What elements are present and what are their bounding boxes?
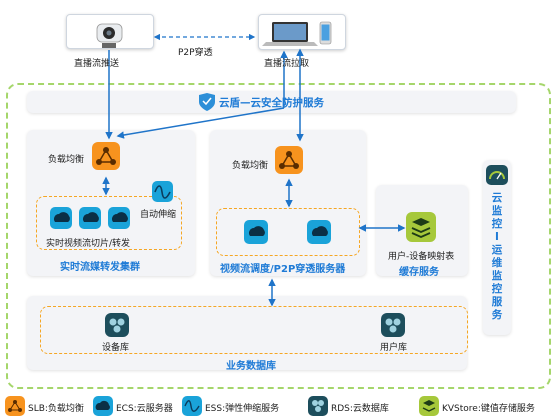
shield-icon <box>199 93 215 111</box>
kv-label: 用户-设备映射表 <box>388 252 455 262</box>
security-banner <box>27 91 516 113</box>
legend-kv-label: KVStore:键值存储服务 <box>442 404 535 414</box>
laptop-phone-icon <box>262 21 332 46</box>
legend-ecs-icon <box>93 396 113 416</box>
monitor-icon <box>486 165 508 185</box>
monitor-panel <box>483 160 511 335</box>
left-ecs-group <box>36 196 182 250</box>
cache-title: 缓存服务 <box>399 267 439 278</box>
camera-icon <box>96 23 123 48</box>
device-db-label: 设备库 <box>102 343 130 353</box>
left-lb-label: 负载均衡 <box>48 155 85 165</box>
legend-ecs-label: ECS:云服务器 <box>116 404 173 414</box>
mid-ecs-icon-1 <box>244 220 268 244</box>
mid-cluster-title: 视频流调度/P2P穿透服务器 <box>220 264 346 275</box>
legend-ess-icon <box>182 396 202 416</box>
left-ecs-icon-1 <box>50 207 72 229</box>
autoscale-label: 自动伸缩 <box>140 210 177 220</box>
legend-kv-icon <box>419 396 439 416</box>
left-ecs-icon-2 <box>79 207 101 229</box>
left-ecs-icon-3 <box>108 207 130 229</box>
security-banner-text: 云盾—云安全防护服务 <box>219 97 324 109</box>
mid-ecs-icon-2 <box>307 220 331 244</box>
device-db-icon <box>105 313 129 337</box>
legend-slb-icon <box>5 396 25 416</box>
user-db-icon <box>381 313 405 337</box>
database-title: 业务数据库 <box>226 361 276 372</box>
kvstore-icon <box>406 212 436 242</box>
viewer-label: 直播流拉取 <box>264 59 310 69</box>
ess-icon <box>152 181 173 202</box>
mid-lb-label: 负载均衡 <box>232 161 269 171</box>
left-ecs-label: 实时视频流切片/转发 <box>46 239 131 249</box>
left-slb-icon <box>92 142 120 170</box>
legend-rds-label: RDS:云数据库 <box>331 404 389 414</box>
db-group <box>40 306 468 354</box>
mid-slb-icon <box>275 146 303 174</box>
camera-label: 直播流推送 <box>74 59 120 69</box>
mid-ecs-group <box>216 208 360 256</box>
left-cluster-title: 实时流媒转发集群 <box>60 262 140 273</box>
legend-rds-icon <box>308 396 328 416</box>
monitor-title: 云监控I运维监控服务 <box>491 192 503 321</box>
cloud-platform-frame <box>6 83 551 389</box>
user-db-label: 用户库 <box>380 343 408 353</box>
legend-slb-label: SLB:负载均衡 <box>28 404 84 414</box>
legend-ess-label: ESS:弹性伸缩服务 <box>205 404 280 414</box>
p2p-label: P2P穿透 <box>178 48 213 58</box>
